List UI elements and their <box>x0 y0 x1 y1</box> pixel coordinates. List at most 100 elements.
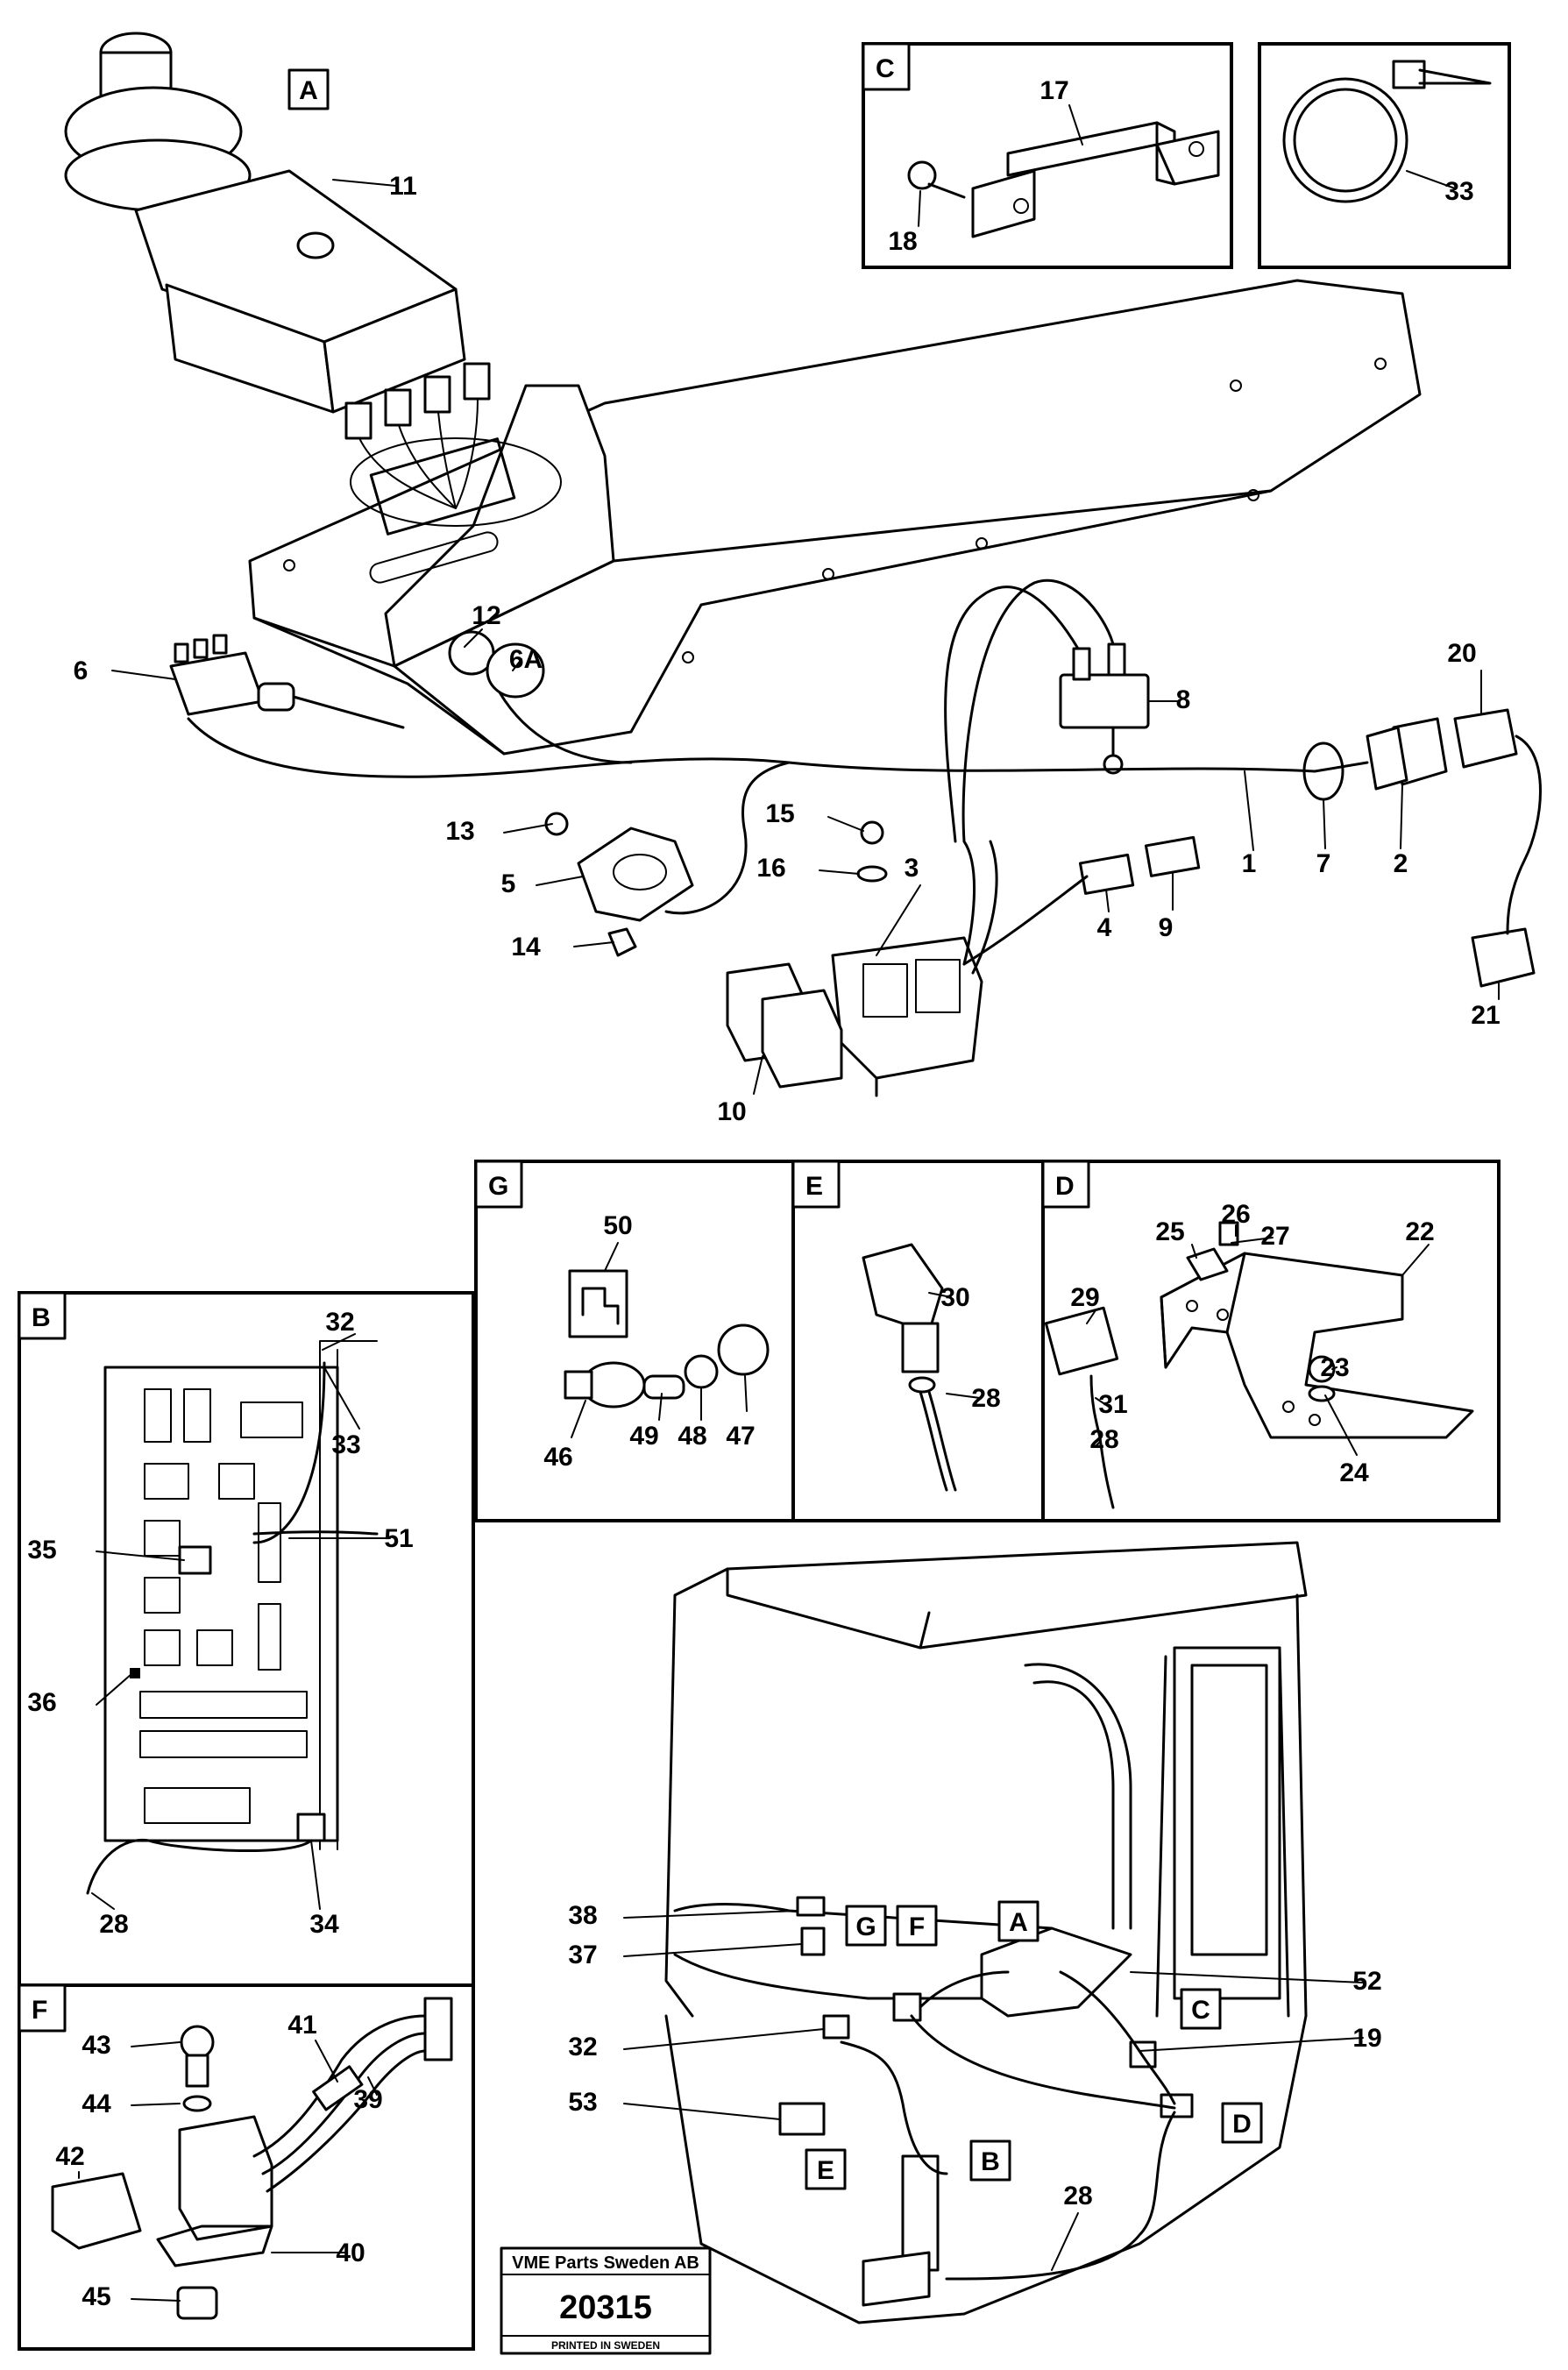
callout-50: 50 <box>603 1211 632 1240</box>
callout-13: 13 <box>445 817 474 846</box>
callout-12: 12 <box>472 601 500 630</box>
leader-line <box>367 2076 378 2096</box>
leader-line <box>1095 1441 1101 1447</box>
letter-A: A <box>299 76 318 105</box>
leader-line <box>827 816 864 832</box>
callout-49: 49 <box>629 1422 658 1451</box>
callout-41: 41 <box>287 2011 316 2040</box>
letter-box-E <box>805 2148 847 2190</box>
leader-line <box>322 1333 356 1351</box>
callout-40: 40 <box>336 2239 365 2267</box>
letter-G: G <box>855 1912 876 1941</box>
callout-39: 39 <box>353 2085 382 2114</box>
letter-box-A <box>287 68 330 110</box>
svg-text:D: D <box>1055 1172 1075 1201</box>
leader-line <box>819 869 860 875</box>
callout-43: 43 <box>82 2031 110 2060</box>
leader-line <box>1105 889 1110 912</box>
callout-3: 3 <box>905 854 919 883</box>
connector-20 <box>1453 708 1518 769</box>
leader-line <box>623 2103 781 2120</box>
drawing-stamp: VME Parts Sweden AB 20315 PRINTED IN SWE… <box>500 2246 712 2355</box>
stamp-footer: PRINTED IN SWEDEN <box>551 2339 660 2352</box>
callout-6A: 6A <box>509 645 543 674</box>
leader-line <box>332 179 397 187</box>
callout-2: 2 <box>1394 849 1408 878</box>
leader-line <box>536 876 584 886</box>
leader-line <box>1406 170 1456 189</box>
leader-line <box>1323 798 1326 849</box>
letter-box-D <box>1221 2102 1263 2144</box>
wiring-harness <box>187 579 1542 1097</box>
letter-E: E <box>817 2156 834 2185</box>
callout-19: 19 <box>1352 2024 1381 2053</box>
leader-line <box>1130 1971 1364 1983</box>
leader-line <box>1244 770 1254 851</box>
panel-cable-tie <box>1258 42 1511 269</box>
callout-52: 52 <box>1352 1967 1381 1996</box>
letter-box-F <box>896 1905 938 1947</box>
callout-27: 27 <box>1260 1222 1289 1251</box>
stamp-company: VME Parts Sweden AB <box>512 2253 699 2273</box>
callout-31: 31 <box>1098 1390 1127 1419</box>
leader-line <box>1331 1366 1337 1370</box>
callout-45: 45 <box>82 2282 110 2311</box>
letter-box-B <box>969 2139 1011 2182</box>
leader-line <box>1324 1394 1358 1456</box>
leader-line <box>503 823 553 834</box>
callout-46: 46 <box>543 1443 572 1472</box>
leader-line <box>512 658 522 671</box>
leader-line <box>573 941 614 947</box>
joystick <box>64 32 491 509</box>
switch-6 <box>169 634 405 729</box>
callout-16: 16 <box>756 854 785 883</box>
leader-line <box>96 1550 185 1561</box>
callout-25: 25 <box>1155 1217 1184 1246</box>
letter-B: B <box>981 2147 1000 2176</box>
switch-8 <box>1059 642 1150 775</box>
callout-22: 22 <box>1405 1217 1434 1246</box>
callout-36: 36 <box>27 1688 56 1717</box>
svg-text:B: B <box>32 1303 51 1332</box>
panel-b: B <box>18 1291 475 2351</box>
letter-box-C <box>1180 1988 1222 2030</box>
callout-8: 8 <box>1176 685 1191 714</box>
svg-text:G: G <box>488 1172 508 1201</box>
callout-28: 28 <box>99 1910 128 1939</box>
leaders <box>78 104 1500 2302</box>
fuse-holder-3 <box>831 820 983 1080</box>
svg-text:F: F <box>32 1996 47 2025</box>
leader-line <box>131 2103 181 2106</box>
main-assembly <box>64 32 1542 1097</box>
leader-line <box>310 1840 321 1910</box>
leader-line <box>744 1375 748 1412</box>
callout-35: 35 <box>27 1536 56 1565</box>
callout-10: 10 <box>717 1097 746 1126</box>
leader-line <box>623 2028 825 2050</box>
callout-33: 33 <box>1444 177 1473 206</box>
callout-20: 20 <box>1447 639 1476 668</box>
callout-32: 32 <box>568 2033 597 2061</box>
cab-overview <box>664 1541 1308 2324</box>
leader-line <box>876 884 921 956</box>
callout-33: 33 <box>331 1430 360 1459</box>
leader-line <box>946 1393 981 1399</box>
callout-42: 42 <box>55 2142 84 2171</box>
leader-line <box>571 1400 586 1438</box>
callout-9: 9 <box>1159 913 1174 942</box>
callout-11: 11 <box>389 172 417 201</box>
leader-line <box>91 1892 115 1910</box>
leader-line <box>96 1673 132 1706</box>
letter-C: C <box>1191 1996 1210 2025</box>
callout-53: 53 <box>568 2088 597 2117</box>
callout-28: 28 <box>1089 1425 1118 1454</box>
leader-line <box>1051 2212 1079 2271</box>
leader-line <box>658 1393 663 1421</box>
callout-14: 14 <box>511 933 541 961</box>
callout-30: 30 <box>940 1283 969 1312</box>
leader-line <box>928 1292 952 1298</box>
leader-line <box>1400 784 1403 849</box>
callout-23: 23 <box>1320 1353 1349 1382</box>
